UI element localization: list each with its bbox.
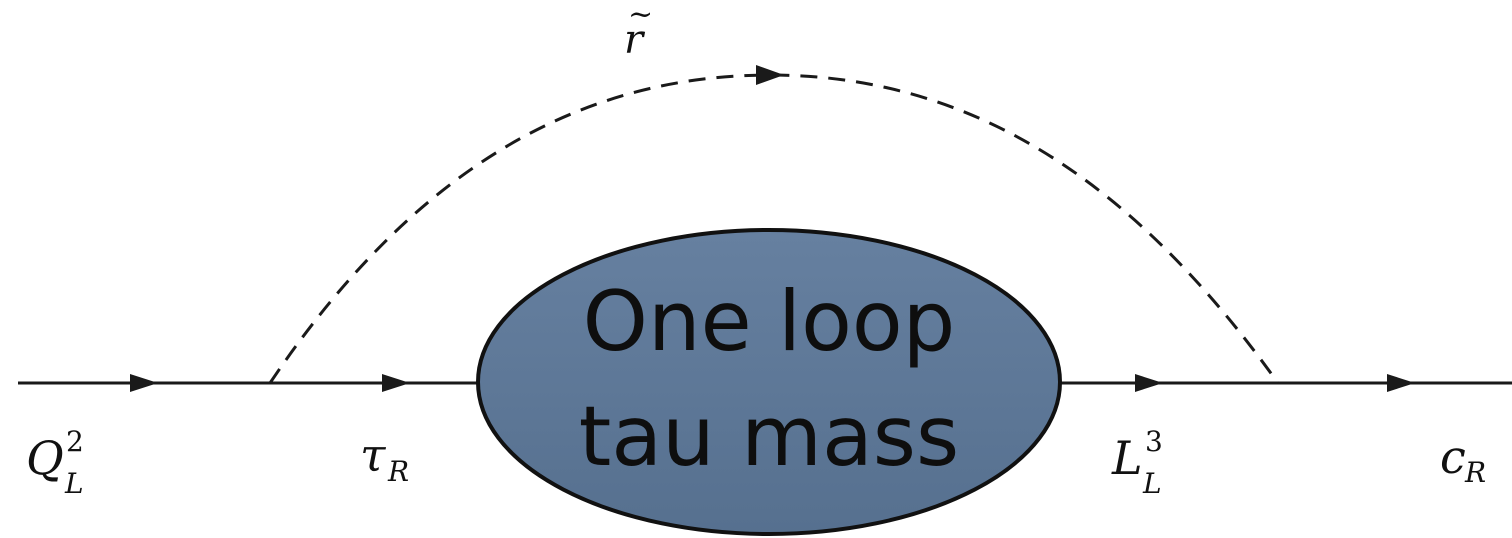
label-c-symbol: c xyxy=(1440,430,1466,484)
label-c-subscript: R xyxy=(1464,456,1486,489)
label-q-symbol: Q xyxy=(26,431,64,485)
label-tau-subscript: R xyxy=(387,455,409,488)
blob-text-line2: tau mass xyxy=(579,388,960,485)
label-l-superscript: 3 xyxy=(1145,425,1163,458)
label-q-subscript: L xyxy=(64,467,84,500)
label-tau-symbol: τ xyxy=(360,428,387,482)
label-q-superscript: 2 xyxy=(66,425,84,458)
label-tau-r: τ R xyxy=(360,428,409,488)
scalar-propagator-dashed xyxy=(268,73,1280,384)
label-q-l-2: Q 2 L xyxy=(26,425,84,500)
arrow-icon xyxy=(130,374,158,392)
label-r-tilde: ~ r xyxy=(624,0,653,63)
blob-text-line1: One loop xyxy=(583,273,956,370)
r-tilde-accent: ~ xyxy=(628,0,653,32)
arrow-icon xyxy=(1387,374,1415,392)
one-loop-blob: One loop tau mass xyxy=(476,228,1062,536)
label-l-symbol: L xyxy=(1111,431,1143,485)
label-l-subscript: L xyxy=(1142,467,1162,500)
label-l-l-3: L 3 L xyxy=(1111,425,1163,500)
arrow-icon xyxy=(756,65,784,85)
arrow-icon xyxy=(382,374,410,392)
r-tilde-symbol: r xyxy=(624,17,646,63)
label-c-r: c R xyxy=(1440,430,1486,489)
arrow-icon xyxy=(1135,374,1163,392)
